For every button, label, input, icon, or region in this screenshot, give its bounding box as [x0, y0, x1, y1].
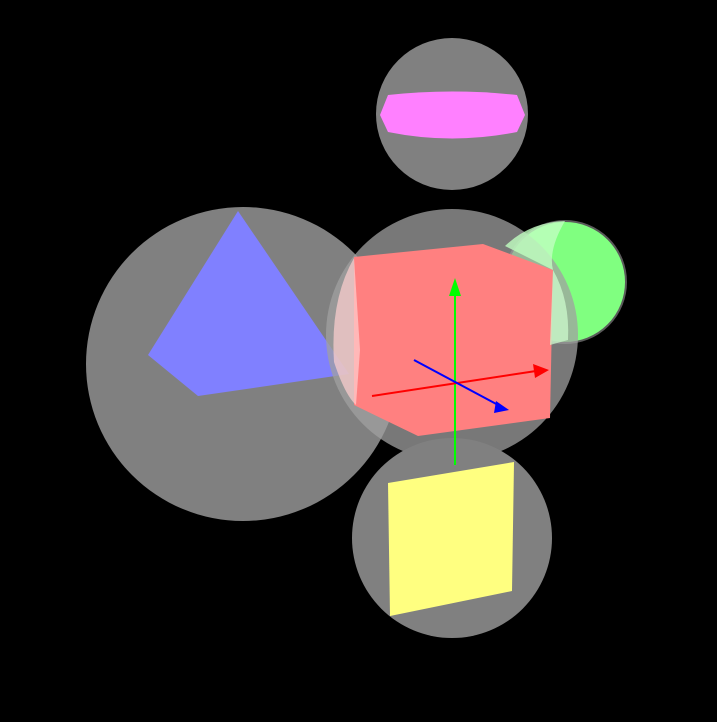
- y-axis-arrowhead: [449, 278, 461, 296]
- cube[interactable]: [354, 244, 553, 436]
- green-sphere-overlap: [505, 221, 565, 270]
- pyramid[interactable]: [148, 211, 349, 396]
- x-axis-arrowhead: [533, 364, 549, 378]
- green-sphere-overlap-lower: [550, 270, 569, 345]
- z-axis-arrowhead: [494, 401, 509, 413]
- x-axis: [371, 370, 537, 397]
- yellow-plane[interactable]: [388, 462, 514, 616]
- disc[interactable]: [380, 91, 525, 139]
- z-axis: [413, 359, 501, 407]
- cube-sphere-overlap-left: [333, 258, 360, 405]
